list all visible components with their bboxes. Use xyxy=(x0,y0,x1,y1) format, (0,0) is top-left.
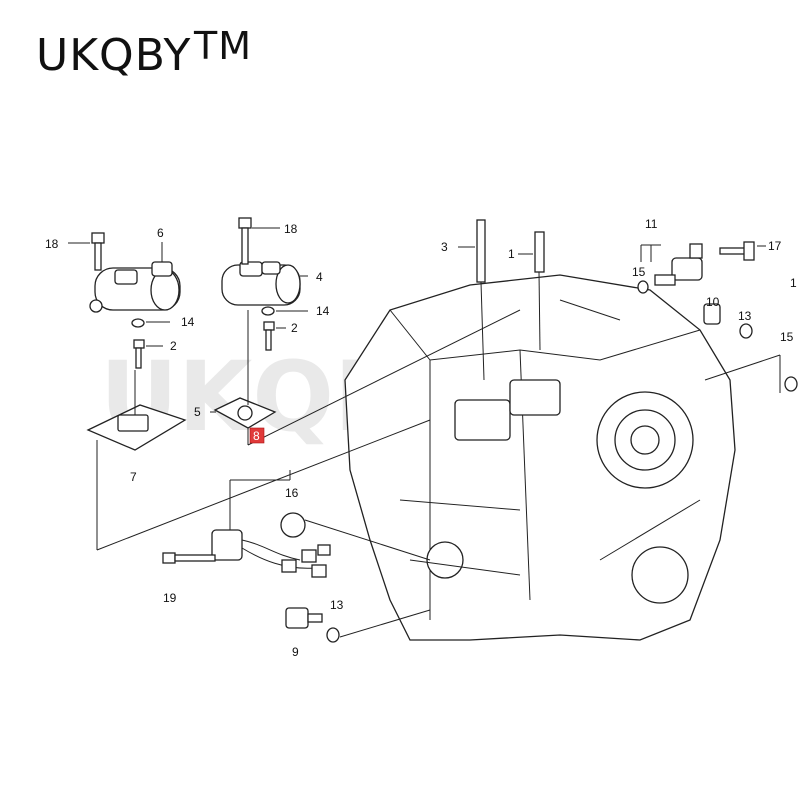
washer-15-top xyxy=(637,280,649,294)
callout-18-top: 18 xyxy=(284,222,298,236)
callout-13-right: 13 xyxy=(738,309,752,323)
callout-15-right: 15 xyxy=(780,330,794,344)
washer-14-left xyxy=(131,318,145,328)
speed-sensor-11 xyxy=(654,243,703,286)
callout-2-right: 2 xyxy=(291,321,298,335)
callout-1-right: 1 xyxy=(790,276,797,290)
callout-15-top: 15 xyxy=(632,265,646,279)
callout-19: 19 xyxy=(163,591,177,605)
bolt-2-right xyxy=(263,321,275,331)
callout-8: 8 xyxy=(253,429,260,443)
callout-10: 10 xyxy=(706,295,720,309)
callout-1: 1 xyxy=(508,247,515,261)
callout-labels: 18 6 18 4 14 2 14 2 5 7 8 16 19 13 9 3 1… xyxy=(45,217,797,659)
solenoid-6 xyxy=(89,261,181,313)
solenoid-4 xyxy=(221,261,301,306)
callout-13-bottom: 13 xyxy=(330,598,344,612)
callout-4: 4 xyxy=(316,270,323,284)
dowel-pin-3 xyxy=(476,219,486,283)
callout-16: 16 xyxy=(285,486,299,500)
sensor-10 xyxy=(703,303,721,325)
callout-6: 6 xyxy=(157,226,164,240)
callout-7: 7 xyxy=(130,470,137,484)
washer-13-bottom xyxy=(326,627,340,643)
bolt-18-left xyxy=(91,232,105,244)
harness-8 xyxy=(211,529,331,578)
brand-name: UKQBY xyxy=(36,30,192,81)
transmission-housing xyxy=(344,274,736,641)
washer-13-right xyxy=(739,323,753,339)
bolt-19 xyxy=(162,552,176,564)
callout-8-highlight xyxy=(249,427,265,444)
callout-17: 17 xyxy=(768,239,782,253)
washer-15-right xyxy=(784,376,798,392)
callout-18-left: 18 xyxy=(45,237,59,251)
callout-14-right: 14 xyxy=(316,304,330,318)
callout-5: 5 xyxy=(194,405,201,419)
washer-14-right xyxy=(261,306,275,316)
bolt-18-top xyxy=(238,217,252,229)
bolt-17 xyxy=(719,247,747,255)
callout-3: 3 xyxy=(441,240,448,254)
sensor-9 xyxy=(285,607,309,629)
o-ring-16 xyxy=(280,512,306,538)
brand-tm: TM xyxy=(194,24,252,68)
bolt-2-left xyxy=(133,339,145,349)
callout-2-left: 2 xyxy=(170,339,177,353)
callout-11: 11 xyxy=(645,217,658,231)
brand-logo: UKQBY TM xyxy=(36,24,251,81)
dowel-pin-1 xyxy=(534,231,545,273)
callout-14-left: 14 xyxy=(181,315,195,329)
callout-9: 9 xyxy=(292,645,299,659)
